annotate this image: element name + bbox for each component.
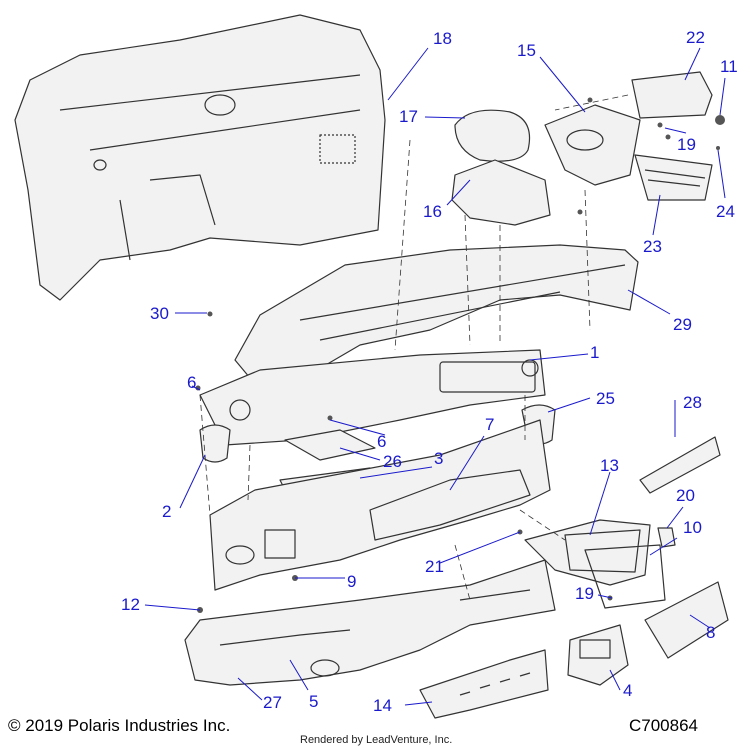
copyright-notice: © 2019 Polaris Industries Inc. (8, 716, 231, 735)
callout-24[interactable]: 24 (716, 202, 735, 221)
callout-12[interactable]: 12 (121, 595, 140, 614)
callout-23[interactable]: 23 (643, 237, 662, 256)
callout-19-upper[interactable]: 19 (677, 135, 696, 154)
trim-strip-part (639, 436, 721, 494)
callout-7[interactable]: 7 (485, 415, 495, 434)
gauge-bezel-part (454, 109, 531, 162)
callout-26[interactable]: 26 (383, 452, 402, 471)
center-console-upper-part (544, 104, 641, 186)
drawing-number: C700864 (629, 716, 699, 735)
callout-27[interactable]: 27 (263, 693, 282, 712)
firewall-panel-part (14, 14, 386, 301)
nut-part (715, 115, 725, 125)
callout-4[interactable]: 4 (623, 681, 633, 700)
callout-11[interactable]: 11 (720, 57, 738, 76)
callout-1[interactable]: 1 (590, 343, 600, 362)
callout-21[interactable]: 21 (425, 557, 444, 576)
glove-box-lid-part (631, 71, 713, 119)
callout-28[interactable]: 28 (683, 393, 702, 412)
callout-22[interactable]: 22 (686, 28, 705, 47)
cup-holder-left-part (199, 424, 231, 463)
callout-19-lower[interactable]: 19 (575, 584, 594, 603)
lower-trim-part (419, 649, 549, 719)
callout-20[interactable]: 20 (676, 486, 695, 505)
callout-16[interactable]: 16 (423, 202, 442, 221)
callout-8[interactable]: 8 (706, 623, 716, 642)
callout-3[interactable]: 3 (434, 449, 444, 468)
mount-plate-part (284, 429, 376, 461)
rendered-by-credit: Rendered by LeadVenture, Inc. (300, 734, 453, 746)
callout-13[interactable]: 13 (600, 456, 619, 475)
glove-box-bin-part (634, 154, 713, 201)
callout-6-left[interactable]: 6 (187, 373, 197, 392)
callout-6-center[interactable]: 6 (377, 432, 387, 451)
callout-29[interactable]: 29 (673, 315, 692, 334)
callout-18[interactable]: 18 (433, 29, 452, 48)
callout-9[interactable]: 9 (347, 572, 357, 591)
lower-dash-part (184, 559, 556, 686)
switch-panel-part (567, 624, 629, 686)
callout-15[interactable]: 15 (517, 41, 536, 60)
callout-14[interactable]: 14 (373, 696, 392, 715)
callout-5[interactable]: 5 (309, 692, 319, 711)
callout-25[interactable]: 25 (596, 389, 615, 408)
gauge-housing-part (451, 159, 551, 226)
callout-17[interactable]: 17 (399, 107, 418, 126)
callout-10[interactable]: 10 (683, 518, 702, 537)
callout-2[interactable]: 2 (162, 502, 172, 521)
glove-box-door-part (644, 581, 729, 659)
display-bezel-part (584, 544, 666, 609)
display-housing-part (524, 519, 651, 586)
callout-30[interactable]: 30 (150, 304, 169, 323)
dash-face-part (199, 349, 546, 446)
